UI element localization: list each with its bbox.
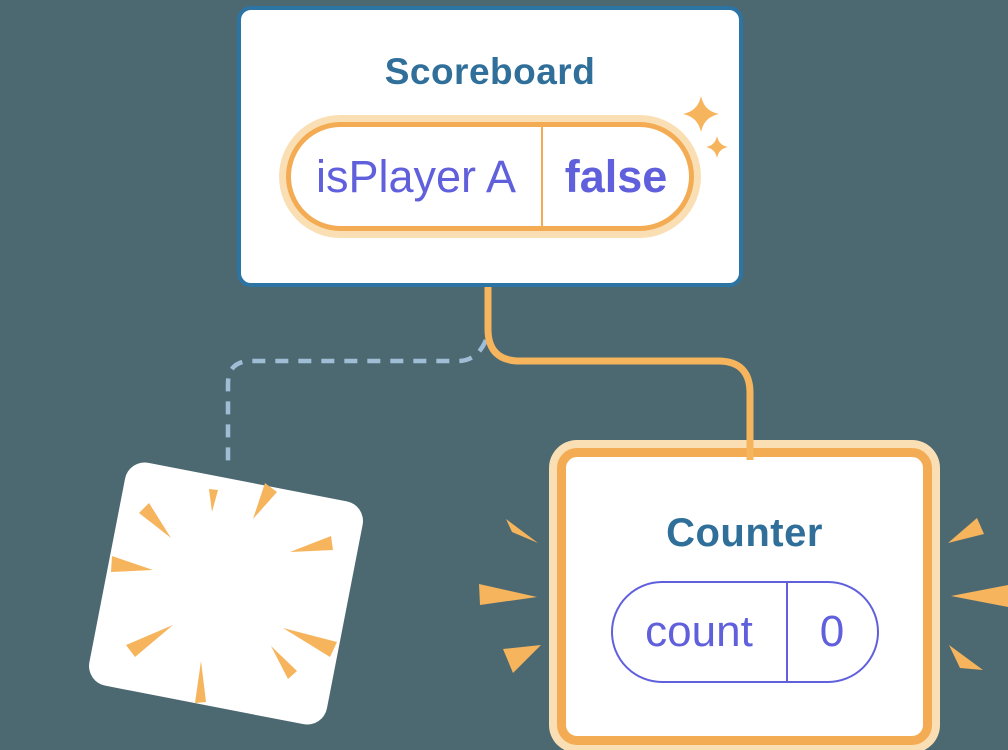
pop-lines-right-icon (948, 518, 1008, 670)
burst-icon (111, 483, 337, 703)
count-value-label: 0 (785, 583, 877, 681)
state-value-label: false (541, 127, 689, 227)
destroyed-component-card (89, 462, 363, 725)
scoreboard-card: Scoreboard isPlayer A false (237, 6, 743, 287)
connector-dashed-line (225, 339, 489, 466)
pop-lines-left-icon (479, 519, 541, 673)
connector-solid-line (484, 287, 754, 460)
counter-card: Counter count 0 (557, 448, 932, 745)
counter-title: Counter (666, 511, 823, 555)
scoreboard-title: Scoreboard (384, 51, 596, 92)
scoreboard-state-pill: isPlayer A false (286, 122, 694, 232)
count-key-label: count (645, 607, 753, 656)
counter-state-pill: count 0 (610, 581, 879, 683)
state-key-label: isPlayer A (315, 150, 517, 202)
